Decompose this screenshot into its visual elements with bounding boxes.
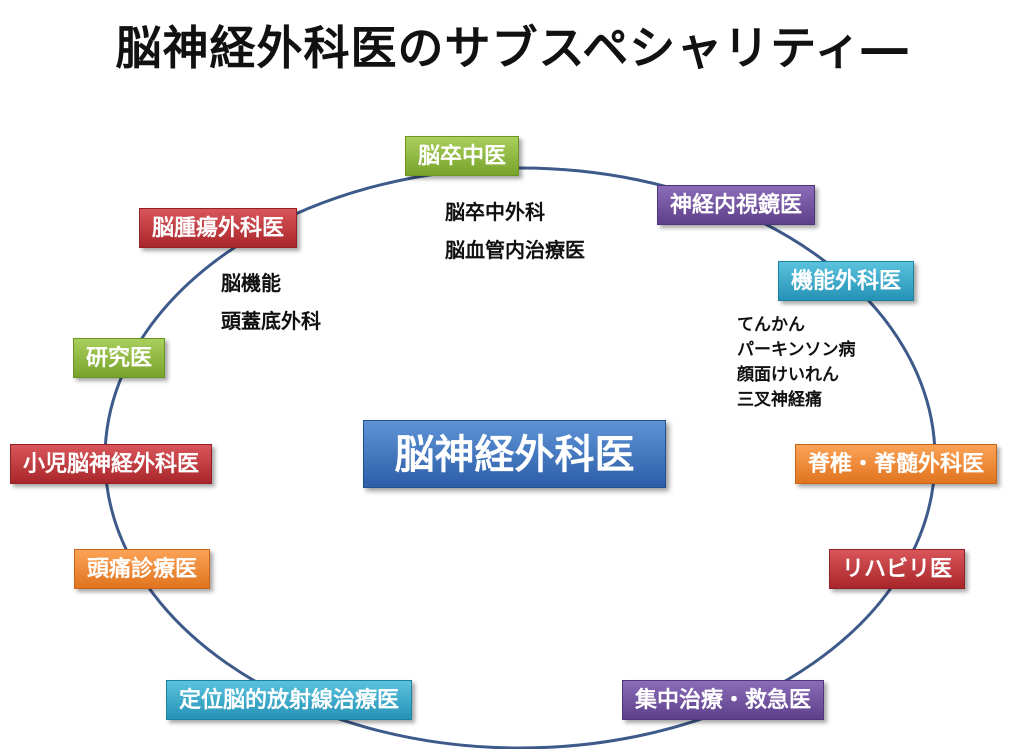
- node-tumor: 脳腫瘍外科医: [139, 208, 298, 248]
- node-radiosurgery: 定位脳的放射線治療医: [166, 680, 413, 720]
- node-intensive: 集中治療・救急医: [622, 680, 825, 720]
- page-title: 脳神経外科医のサブスペシャリティ―: [115, 21, 909, 75]
- note-stroke: 脳卒中外科 脳血管内治療医: [445, 193, 585, 269]
- note-line: 頭蓋底外科: [221, 309, 321, 333]
- note-functional: てんかん パーキンソン病 顔面けいれん 三叉神経痛: [737, 313, 856, 413]
- node-spine: 脊椎・脊髄外科医: [795, 444, 998, 484]
- node-headache: 頭痛診療医: [74, 549, 211, 589]
- node-stroke: 脳卒中医: [405, 136, 520, 176]
- note-line: てんかん: [737, 315, 805, 335]
- note-tumor: 脳機能 頭蓋底外科: [221, 264, 321, 340]
- note-line: 三叉神経痛: [737, 390, 822, 410]
- note-line: 顔面けいれん: [737, 365, 839, 385]
- node-neuroendoscopy: 神経内視鏡医: [657, 185, 816, 225]
- node-functional: 機能外科医: [778, 261, 915, 301]
- node-research: 研究医: [73, 338, 166, 378]
- note-line: 脳血管内治療医: [445, 238, 585, 262]
- note-line: パーキンソン病: [737, 340, 856, 360]
- note-line: 脳卒中外科: [445, 200, 545, 224]
- node-pediatric: 小児脳神経外科医: [10, 444, 213, 484]
- node-rehab: リハビリ医: [829, 549, 966, 589]
- note-line: 脳機能: [221, 271, 281, 295]
- center-node: 脳神経外科医: [363, 420, 666, 488]
